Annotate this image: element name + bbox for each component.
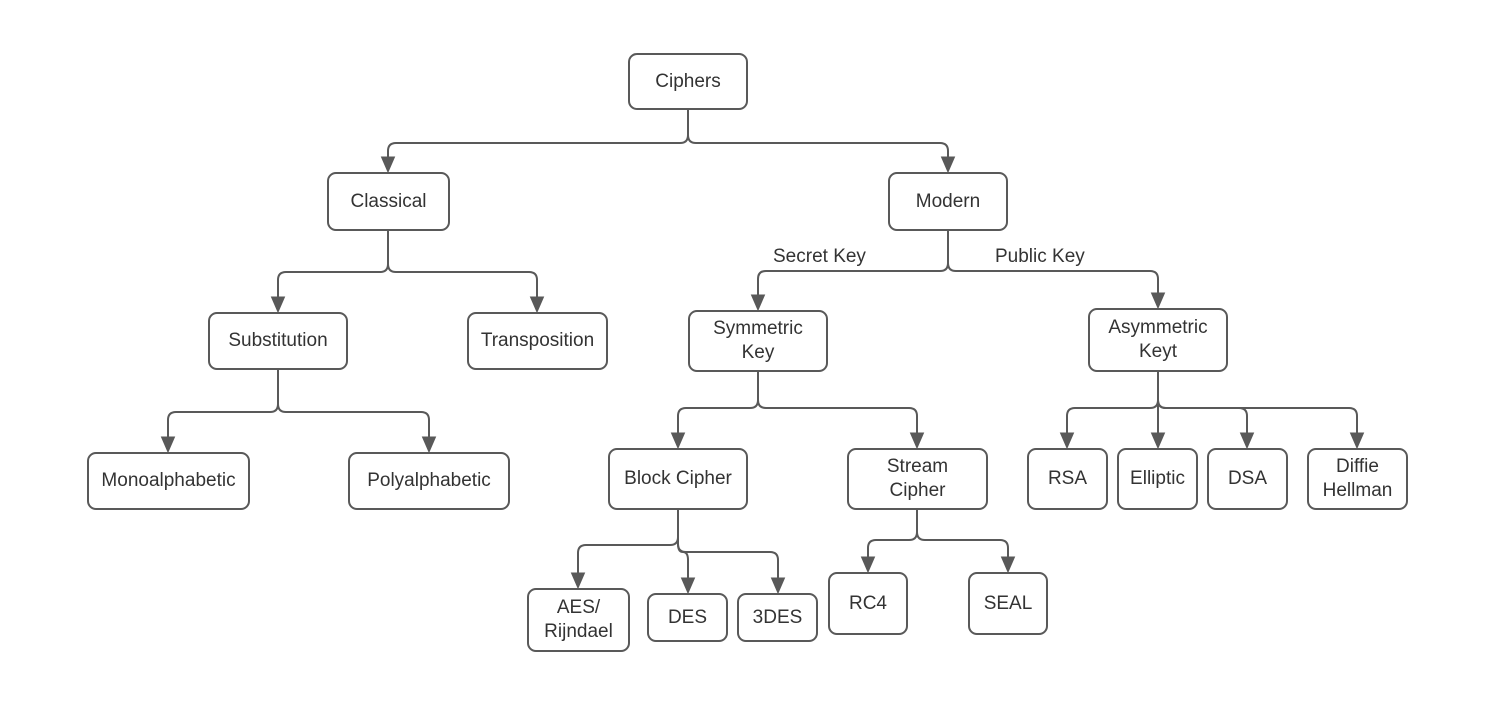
arrowhead-des (680, 577, 696, 595)
node-aes-rijndael-label: AES/ Rijndael (544, 597, 613, 642)
arrowhead-dsa (1239, 432, 1255, 450)
arrowhead-rc4 (860, 556, 876, 574)
edge-symmetric-to-stream-cipher (757, 371, 918, 434)
edge-asymmetric-to-diffie-hellman (1157, 371, 1358, 434)
edge-block-to-3des (677, 509, 779, 579)
node-3des-label: 3DES (752, 606, 803, 628)
edge-stream-to-seal (916, 509, 1009, 558)
edge-substitution-to-polyalphabetic (277, 369, 430, 438)
arrowhead-stream-cipher (909, 432, 925, 450)
arrowhead-symmetric-key (750, 294, 766, 312)
arrowhead-asymmetric-key (1150, 292, 1166, 310)
arrowhead-classical (380, 156, 396, 174)
arrowhead-modern (940, 156, 956, 174)
edge-block-to-des (677, 509, 689, 579)
node-elliptic-label: Elliptic (1130, 468, 1185, 490)
node-asymmetric-key-label: Asymmetric Keyt (1108, 317, 1208, 362)
node-rsa[interactable]: RSA (1027, 448, 1108, 510)
node-des[interactable]: DES (647, 593, 728, 642)
edge-modern-to-asymmetric-key (947, 230, 1159, 294)
node-asymmetric-key[interactable]: Asymmetric Keyt (1088, 308, 1228, 372)
node-diffie-hellman-label: Diffie Hellman (1322, 456, 1393, 501)
node-rc4-label: RC4 (848, 592, 887, 614)
node-ciphers-label: Ciphers (655, 70, 721, 92)
node-dsa-label: DSA (1227, 468, 1268, 490)
node-modern-label: Modern (915, 190, 981, 212)
arrowhead-diffie-hellman (1349, 432, 1365, 450)
node-symmetric-key-label: Symmetric Key (713, 318, 803, 363)
node-transposition-label: Transposition (480, 330, 595, 352)
node-modern[interactable]: Modern (888, 172, 1008, 231)
node-stream-cipher-label: Stream Cipher (886, 456, 949, 501)
node-ciphers[interactable]: Ciphers (628, 53, 748, 110)
node-rsa-label: RSA (1047, 468, 1088, 490)
edge-label-public-key: Public Key (992, 246, 1088, 268)
node-elliptic[interactable]: Elliptic (1117, 448, 1198, 510)
node-aes-rijndael[interactable]: AES/ Rijndael (527, 588, 630, 652)
arrowhead-monoalphabetic (160, 436, 176, 454)
arrowhead-polyalphabetic (421, 436, 437, 454)
arrowhead-block-cipher (670, 432, 686, 450)
edge-label-secret-key: Secret Key (770, 246, 869, 268)
node-monoalphabetic-label: Monoalphabetic (101, 470, 236, 492)
node-symmetric-key[interactable]: Symmetric Key (688, 310, 828, 372)
edge-asymmetric-to-dsa (1157, 371, 1248, 434)
node-3des[interactable]: 3DES (737, 593, 818, 642)
node-stream-cipher[interactable]: Stream Cipher (847, 448, 988, 510)
node-des-label: DES (667, 606, 708, 628)
edge-classical-to-substitution (277, 230, 389, 298)
edge-asymmetric-to-rsa (1066, 371, 1159, 434)
arrowhead-seal (1000, 556, 1016, 574)
arrowhead-transposition (529, 296, 545, 314)
edge-ciphers-to-classical (387, 109, 689, 158)
node-diffie-hellman[interactable]: Diffie Hellman (1307, 448, 1408, 510)
node-seal-label: SEAL (983, 592, 1033, 614)
node-monoalphabetic[interactable]: Monoalphabetic (87, 452, 250, 510)
arrowhead-aes (570, 572, 586, 590)
node-block-cipher-label: Block Cipher (624, 468, 732, 490)
node-classical[interactable]: Classical (327, 172, 450, 231)
arrowhead-elliptic (1150, 432, 1166, 450)
edge-symmetric-to-block-cipher (677, 371, 759, 434)
edge-ciphers-to-modern (687, 109, 949, 158)
edge-stream-to-rc4 (867, 509, 918, 558)
node-block-cipher[interactable]: Block Cipher (608, 448, 748, 510)
node-polyalphabetic-label: Polyalphabetic (367, 470, 491, 492)
arrowhead-rsa (1059, 432, 1075, 450)
arrowhead-3des (770, 577, 786, 595)
edge-classical-to-transposition (387, 230, 538, 298)
node-transposition[interactable]: Transposition (467, 312, 608, 370)
edge-substitution-to-monoalphabetic (167, 369, 279, 438)
node-substitution[interactable]: Substitution (208, 312, 348, 370)
node-seal[interactable]: SEAL (968, 572, 1048, 635)
edge-block-to-aes (577, 509, 679, 574)
node-polyalphabetic[interactable]: Polyalphabetic (348, 452, 510, 510)
node-rc4[interactable]: RC4 (828, 572, 908, 635)
node-substitution-label: Substitution (228, 330, 328, 352)
node-dsa[interactable]: DSA (1207, 448, 1288, 510)
arrowhead-substitution (270, 296, 286, 314)
node-classical-label: Classical (350, 190, 427, 212)
